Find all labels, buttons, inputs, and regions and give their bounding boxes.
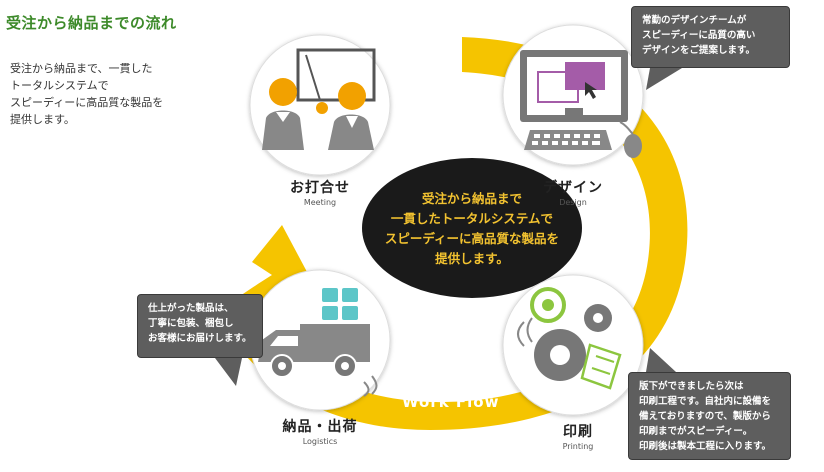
center-line: スピーディーに高品質な製品を <box>384 231 560 246</box>
page-title: 受注から納品までの流れ <box>6 14 177 32</box>
center-line: 受注から納品まで <box>421 191 522 206</box>
logistics-bubble-line: お客様にお届けします。 <box>148 333 252 344</box>
intro-line: 受注から納品まで、一貫した <box>10 62 153 75</box>
meeting-label: お打合せ Meeting <box>270 177 370 207</box>
printing-bubble-line: 印刷工程です。自社内に設備を <box>639 396 772 407</box>
printing-bubble-tail <box>646 348 676 372</box>
mouse-icon <box>624 134 642 158</box>
meeting-label-jp: お打合せ <box>290 180 350 196</box>
printing-label-jp: 印刷 <box>563 424 593 440</box>
intro-line: 提供します。 <box>10 113 75 126</box>
intro-line: スピーディーに高品質な製品を <box>10 96 164 109</box>
design-bubble-line: デザインをご提案します。 <box>642 45 756 56</box>
printing-bubble-line: 印刷後は製本工程に入ります。 <box>639 441 772 452</box>
design-label: デザイン Design <box>523 177 623 207</box>
truck-icon <box>258 324 370 362</box>
center-line: 提供します。 <box>435 251 509 266</box>
person-right-head-icon <box>338 82 366 110</box>
logistics-label-jp: 納品・出荷 <box>282 419 358 435</box>
design-label-en: Design <box>559 198 587 207</box>
meeting-node <box>249 34 391 176</box>
logistics-bubble: 仕上がった製品は、 丁寧に包装、梱包し お客様にお届けします。 <box>137 294 263 358</box>
design-node <box>502 24 644 166</box>
printing-bubble-line: 備えておりますので、製版から <box>639 411 771 422</box>
handshake-icon <box>316 102 328 114</box>
center-message: 受注から納品まで 一貫したトータルシステムで スピーディーに高品質な製品を 提供… <box>363 160 581 298</box>
paper-sheet-icon <box>580 343 622 390</box>
intro-text: 受注から納品まで、一貫した トータルシステムで スピーディーに高品質な製品を 提… <box>10 60 210 128</box>
cursor-icon <box>585 82 597 99</box>
logistics-label-en: Logistics <box>302 437 338 446</box>
logistics-label: 納品・出荷 Logistics <box>262 416 378 446</box>
keyboard-icon <box>524 130 612 150</box>
person-left-head-icon <box>269 78 297 106</box>
logistics-bubble-line: 丁寧に包装、梱包し <box>148 318 234 329</box>
logistics-bubble-tail <box>215 358 242 386</box>
center-ellipse <box>362 158 582 298</box>
intro-line: トータルシステムで <box>10 79 109 92</box>
boxes-icon <box>322 288 358 320</box>
design-bubble-tail <box>646 68 682 90</box>
design-bubble-line: 常勤のデザインチームが <box>642 15 747 26</box>
workflow-label: Work Flow <box>402 393 500 411</box>
person-left-body-icon <box>262 110 304 150</box>
design-bubble: 常勤のデザインチームが スピーディーに品質の高い デザインをご提案します。 <box>631 6 790 68</box>
printing-bubble-line: 印刷までがスピーディー。 <box>639 426 753 437</box>
printing-label: 印刷 Printing <box>528 421 628 451</box>
printing-node <box>502 274 644 416</box>
printing-bubble: 版下ができましたら次は 印刷工程です。自社内に設備を 備えておりますので、製版か… <box>628 372 791 460</box>
design-bubble-line: スピーディーに品質の高い <box>642 30 756 41</box>
print-roller-icon <box>530 287 566 323</box>
printing-bubble-line: 版下ができましたら次は <box>639 381 744 392</box>
design-label-jp: デザイン <box>543 180 603 196</box>
meeting-label-en: Meeting <box>303 198 337 207</box>
logistics-bubble-line: 仕上がった製品は、 <box>148 303 234 314</box>
whiteboard-icon <box>296 48 376 102</box>
printing-label-en: Printing <box>562 442 594 451</box>
person-right-body-icon <box>328 114 374 150</box>
logistics-node <box>249 269 391 411</box>
center-line: 一貫したトータルシステムで <box>390 211 554 226</box>
